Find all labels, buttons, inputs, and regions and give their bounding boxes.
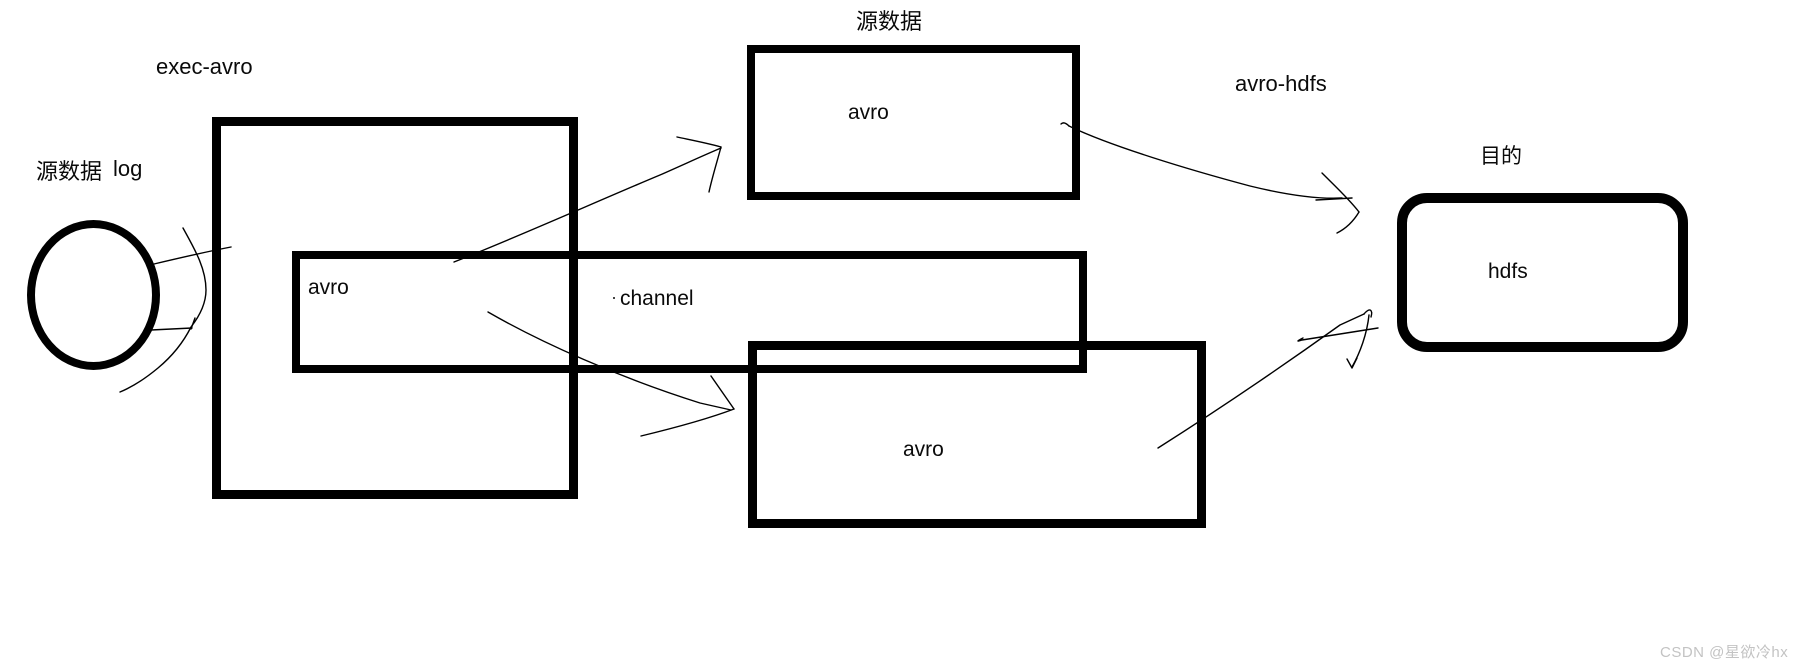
source-left-label: 源数据 log <box>36 156 143 184</box>
stray-dot <box>613 297 615 299</box>
hdfs-box <box>1397 193 1688 352</box>
agent1-label: exec-avro <box>156 54 253 79</box>
source-left-type: log <box>113 156 143 181</box>
csdn-watermark: CSDN @星欲冷hx <box>1660 644 1789 661</box>
source-left-name: 源数据 <box>36 159 103 184</box>
agent1-sink-text: avro <box>308 276 349 299</box>
agent1-box <box>212 117 578 499</box>
agent2-label: avro-hdfs <box>1235 71 1327 96</box>
destination-label: 目的 <box>1480 145 1522 168</box>
hdfs-text: hdfs <box>1488 260 1528 283</box>
agent2-source-box <box>748 341 1206 528</box>
source-log-circle <box>27 220 160 370</box>
source-top-node-text: avro <box>848 101 889 124</box>
source-top-box <box>747 45 1080 200</box>
arrow-top-source-to-hdfs <box>1060 122 1360 234</box>
source-top-label: 源数据 <box>856 9 923 34</box>
agent2-source-text: avro <box>903 438 944 461</box>
channel-text: channel <box>620 287 694 310</box>
